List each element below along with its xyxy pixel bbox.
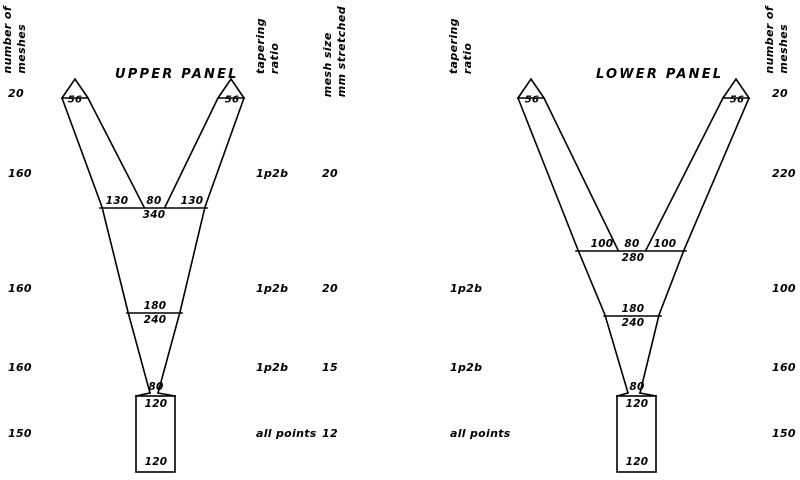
lower-codend-top-width: 120 <box>625 398 649 410</box>
lower-row-1-tapering: 1p2b <box>450 282 483 295</box>
upper-panel-title: UPPER PANEL <box>115 67 239 82</box>
upper-row-2-meshes: 160 <box>8 361 32 374</box>
upper-bar1-total-width: 340 <box>142 209 166 221</box>
upper-row-0-tapering: 1p2b <box>256 167 289 180</box>
upper-row-1-mesh-size: 20 <box>322 282 338 295</box>
lower-bar1-right-width: 100 <box>653 238 677 250</box>
upper-row-3-meshes: 150 <box>8 427 32 440</box>
upper-codend-shoulder-right <box>157 392 176 397</box>
header-mesh-size: mesh size mm stretched <box>321 6 348 98</box>
lower-codend-shoulder-left <box>616 392 629 397</box>
lower-row-2-tapering: 1p2b <box>450 361 483 374</box>
header-mid-tapering-ratio: tapering ratio <box>254 18 281 75</box>
lower-row-0-meshes: 220 <box>772 167 796 180</box>
header-mid-tapering-line2: ratio <box>267 42 281 75</box>
header-mesh-size-line2: mm stretched <box>334 6 348 98</box>
lower-bar1-left-width: 100 <box>590 238 614 250</box>
header-left-line2: meshes <box>14 23 28 74</box>
upper-outer-left-edge <box>60 96 151 394</box>
upper-row-0-mesh-size: 20 <box>322 167 338 180</box>
header-right-line2: meshes <box>776 23 790 74</box>
upper-right-wing-tip-value: 56 <box>224 94 240 106</box>
lower-left-wing-tip-value: 56 <box>524 94 540 106</box>
lower-left-wing-tip <box>516 77 546 99</box>
upper-row-0-meshes: 160 <box>8 167 32 180</box>
header-right-tapering-line2: ratio <box>460 42 474 75</box>
lower-outer-right-edge <box>639 96 751 394</box>
upper-right-wing-tip <box>216 77 246 99</box>
header-right-number-of-meshes: number of meshes <box>763 6 790 74</box>
header-right-tapering-line1: tapering <box>447 18 460 75</box>
upper-codend-shoulder-width: 80 <box>148 381 164 393</box>
lower-bar1-mid-width: 80 <box>624 238 640 250</box>
lower-outer-left-edge <box>516 96 629 394</box>
lower-panel-title: LOWER PANEL <box>596 67 724 82</box>
lower-row-3-tapering: all points <box>450 427 511 440</box>
lower-top-mesh-count: 20 <box>772 87 788 100</box>
lower-bar1-total-width: 280 <box>621 252 645 264</box>
upper-left-wing-tip-value: 56 <box>67 94 83 106</box>
upper-row-1-tapering: 1p2b <box>256 282 289 295</box>
header-left-number-of-meshes: number of meshes <box>1 6 28 74</box>
upper-codend-shoulder-left <box>135 392 151 397</box>
upper-outer-right-edge <box>157 96 246 394</box>
upper-codend-box <box>135 395 176 473</box>
lower-right-wing-tip <box>721 77 751 99</box>
header-right-tapering-ratio: tapering ratio <box>447 18 474 75</box>
upper-inner-left-edge <box>86 96 146 209</box>
lower-inner-left-edge <box>542 96 620 252</box>
lower-right-wing-tip-value: 56 <box>729 94 745 106</box>
upper-bar1-mid-width: 80 <box>146 195 162 207</box>
upper-bar1-left-width: 130 <box>105 195 129 207</box>
lower-inner-right-edge <box>644 96 725 252</box>
header-mid-tapering-line1: tapering <box>254 18 267 75</box>
lower-bar2-total-width: 240 <box>621 317 645 329</box>
upper-row-2-mesh-size: 15 <box>322 361 338 374</box>
lower-codend-bottom-width: 120 <box>625 456 649 468</box>
upper-bar2-total-width: 240 <box>143 314 167 326</box>
header-right-line1: number of <box>763 6 776 74</box>
lower-bar2-top-width: 180 <box>621 303 645 315</box>
upper-codend-top-width: 120 <box>144 398 168 410</box>
lower-codend-shoulder-right <box>639 392 657 397</box>
upper-row-3-tapering: all points <box>256 427 317 440</box>
lower-row-2-meshes: 160 <box>772 361 796 374</box>
header-left-line1: number of <box>1 6 14 74</box>
upper-bar2-top-width: 180 <box>143 300 167 312</box>
upper-row-3-mesh-size: 12 <box>322 427 338 440</box>
upper-inner-right-edge <box>163 96 220 209</box>
lower-row-1-meshes: 100 <box>772 282 796 295</box>
upper-bar1-right-width: 130 <box>180 195 204 207</box>
upper-left-wing-tip <box>60 77 90 99</box>
lower-codend-box <box>616 395 657 473</box>
lower-row-3-meshes: 150 <box>772 427 796 440</box>
upper-row-2-tapering: 1p2b <box>256 361 289 374</box>
header-mesh-size-line1: mesh size <box>321 32 334 98</box>
lower-codend-shoulder-width: 80 <box>629 381 645 393</box>
upper-codend-bottom-width: 120 <box>144 456 168 468</box>
upper-row-1-meshes: 160 <box>8 282 32 295</box>
upper-top-mesh-count: 20 <box>8 87 24 100</box>
